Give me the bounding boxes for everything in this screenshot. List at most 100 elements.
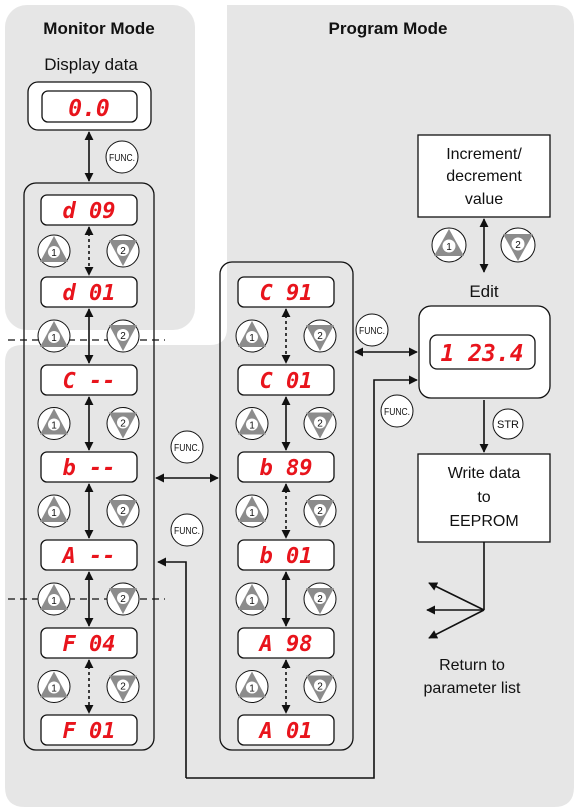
display-data-label: Display data [44, 55, 138, 74]
edit-label: Edit [469, 282, 499, 301]
down-key[interactable]: 2 [106, 234, 140, 268]
func-key[interactable]: FUNC. [355, 313, 389, 347]
func-key[interactable]: FUNC. [105, 140, 139, 174]
return-to-edit-line [186, 375, 418, 779]
svg-text:FUNC.: FUNC. [109, 153, 135, 164]
svg-text:2: 2 [317, 506, 323, 517]
store-key[interactable]: STR [492, 408, 524, 440]
parameter-code: A -- [61, 544, 116, 569]
down-key[interactable]: 2 [106, 670, 140, 703]
svg-text:2: 2 [317, 331, 323, 342]
svg-text:EEPROM: EEPROM [449, 513, 518, 530]
parameter-display: C -- [40, 364, 138, 396]
svg-text:Write data: Write data [448, 465, 521, 482]
return-label-line1: Return to [439, 657, 505, 674]
svg-text:2: 2 [317, 419, 323, 430]
func-key[interactable]: FUNC. [380, 394, 414, 428]
svg-text:FUNC.: FUNC. [174, 443, 200, 454]
parameter-display: b 89 [237, 451, 335, 483]
parameter-code: C 01 [260, 369, 313, 394]
up-key[interactable]: 1 [235, 407, 269, 440]
up-key[interactable]: 1 [235, 494, 269, 528]
svg-text:value: value [465, 191, 503, 208]
svg-text:1: 1 [249, 508, 255, 519]
func-key[interactable]: FUNC. [170, 430, 204, 464]
func-key[interactable]: FUNC. [170, 513, 204, 547]
up-key[interactable]: 1 [37, 234, 71, 268]
parameter-code: C -- [63, 369, 116, 394]
down-key[interactable]: 2 [303, 494, 337, 528]
down-key[interactable]: 2 [303, 582, 337, 616]
svg-text:1: 1 [51, 508, 57, 519]
svg-text:2: 2 [120, 682, 126, 693]
parameter-display: A -- [40, 539, 138, 571]
parameter-display: b 01 [237, 539, 335, 571]
parameter-code: A 98 [258, 632, 313, 657]
parameter-code: F 01 [63, 719, 116, 744]
parameter-display: A 01 [237, 714, 335, 746]
parameter-display: b -- [40, 451, 138, 483]
parameter-code: d 09 [63, 199, 116, 224]
up-key[interactable]: 1 [235, 582, 269, 616]
up-key[interactable]: 1 [37, 582, 71, 616]
svg-text:STR: STR [497, 419, 519, 431]
down-key[interactable]: 2 [106, 407, 140, 440]
down-key[interactable]: 2 [303, 670, 337, 703]
svg-text:1: 1 [51, 248, 57, 259]
edit-panel: 1 23.4 [418, 305, 551, 399]
svg-text:2: 2 [120, 331, 126, 342]
svg-text:2: 2 [317, 682, 323, 693]
down-key[interactable]: 2 [500, 227, 536, 263]
increment-decrement-box: Increment/ decrement value [417, 134, 551, 218]
down-key[interactable]: 2 [106, 582, 140, 616]
svg-text:1: 1 [249, 333, 255, 344]
down-key[interactable]: 2 [106, 319, 140, 353]
edit-display-value: 1 23.4 [440, 341, 523, 367]
parameter-display: d 01 [40, 276, 138, 308]
svg-text:1: 1 [51, 684, 57, 695]
svg-text:1: 1 [51, 333, 57, 344]
parameter-code: C 91 [260, 281, 313, 306]
return-fan-arrows [426, 542, 485, 639]
up-key[interactable]: 1 [37, 319, 71, 353]
up-key[interactable]: 1 [235, 670, 269, 703]
svg-text:2: 2 [120, 419, 126, 430]
program-list-border [219, 261, 354, 751]
parameter-code: A 01 [258, 719, 313, 744]
svg-text:2: 2 [120, 506, 126, 517]
up-key[interactable]: 1 [37, 670, 71, 703]
monitor-mode-title: Monitor Mode [43, 19, 154, 38]
down-key[interactable]: 2 [106, 494, 140, 528]
down-key[interactable]: 2 [303, 407, 337, 440]
down-key[interactable]: 2 [303, 319, 337, 353]
up-key[interactable]: 1 [37, 407, 71, 440]
up-key[interactable]: 1 [235, 319, 269, 353]
parameter-code: b 01 [260, 544, 313, 569]
svg-text:FUNC.: FUNC. [359, 326, 385, 337]
up-key[interactable]: 1 [37, 494, 71, 528]
parameter-display: C 01 [237, 364, 335, 396]
svg-text:2: 2 [120, 594, 126, 605]
svg-text:2: 2 [120, 246, 126, 257]
up-key[interactable]: 1 [431, 227, 467, 263]
svg-text:FUNC.: FUNC. [384, 407, 410, 418]
svg-text:1: 1 [249, 596, 255, 607]
svg-text:1: 1 [51, 421, 57, 432]
parameter-display: F 04 [40, 627, 138, 659]
svg-text:Increment/: Increment/ [446, 146, 522, 163]
monitor-list-border [23, 182, 155, 751]
svg-text:2: 2 [515, 240, 521, 251]
write-eeprom-box: Write data to EEPROM [417, 453, 551, 543]
parameter-display: d 09 [40, 194, 138, 226]
svg-text:FUNC.: FUNC. [174, 526, 200, 537]
parameter-code: F 04 [63, 632, 116, 657]
svg-text:1: 1 [249, 684, 255, 695]
svg-text:1: 1 [446, 242, 452, 253]
return-to-monitor-line [157, 557, 187, 778]
svg-text:decrement: decrement [446, 168, 522, 185]
return-label-line2: parameter list [424, 680, 521, 697]
parameter-display: A 98 [237, 627, 335, 659]
svg-text:1: 1 [51, 596, 57, 607]
parameter-code: b -- [63, 456, 116, 481]
